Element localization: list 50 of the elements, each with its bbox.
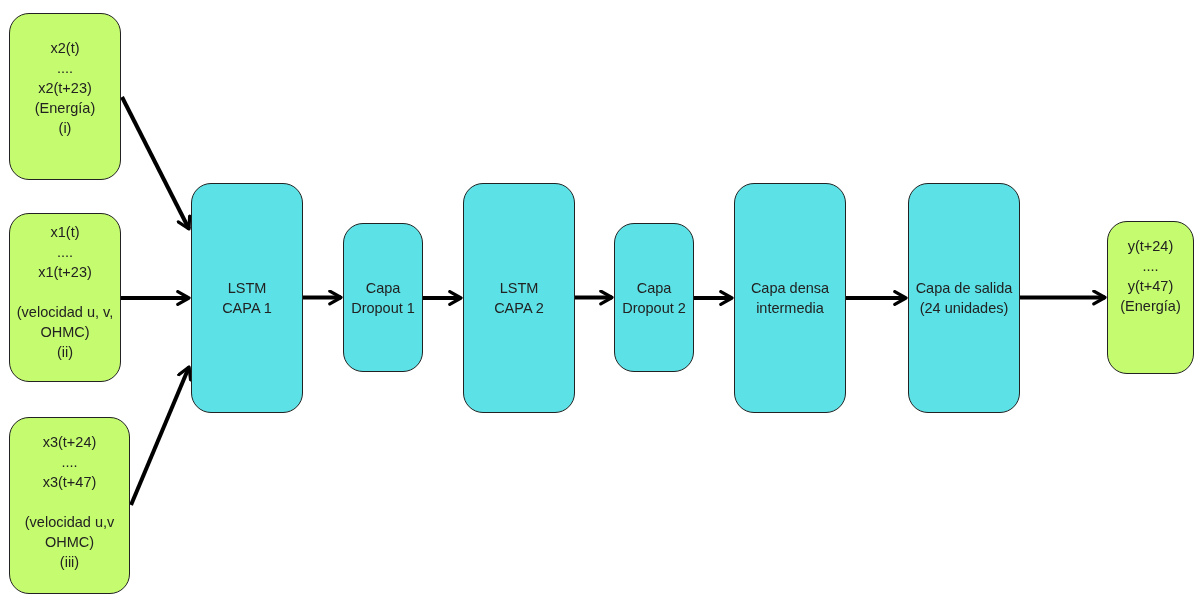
node-text: y(t+47) (1127, 277, 1174, 296)
arrow (694, 290, 734, 306)
arrow (121, 290, 191, 306)
layer-box (614, 223, 694, 372)
node-text: (velocidad u, v, OHMC) (15, 303, 115, 342)
layer-box (191, 183, 303, 413)
data-box (9, 213, 121, 382)
node-text: (iii) (59, 553, 80, 572)
node-text: x3(t+47) (42, 473, 97, 492)
node-text: Capa (365, 278, 401, 298)
node-text: y(t+24) (1127, 237, 1174, 256)
node-text: x1(t+23) (38, 263, 92, 282)
node-text: .... (56, 243, 74, 262)
layer-box (463, 183, 575, 413)
arrow (575, 289, 614, 306)
node-text: LSTM (227, 279, 267, 298)
layer-box (734, 183, 846, 413)
node-text: CAPA 2 (494, 299, 544, 318)
node-text: x3(t+24) (42, 433, 97, 452)
node-text: Capa de salida (915, 279, 1013, 298)
arrow (129, 365, 193, 506)
arrow (303, 289, 343, 306)
node-text: x2(t) (50, 39, 80, 58)
node-text: x1(t) (50, 223, 80, 242)
data-box (9, 417, 130, 594)
layer-box (908, 183, 1020, 413)
node-text: .... (56, 59, 74, 78)
node-text: (24 unidades) (919, 299, 1009, 318)
node-text: CAPA 1 (222, 299, 272, 318)
arrow (423, 290, 463, 306)
node-text: (velocidad u,v OHMC) (23, 513, 116, 552)
node-text: Dropout 1 (351, 298, 415, 318)
node-text: Capa (636, 278, 672, 298)
node-text: (ii) (56, 343, 74, 362)
arrow (120, 96, 192, 231)
arrow (846, 290, 908, 306)
data-box (1107, 221, 1194, 374)
node-text: Dropout 2 (622, 298, 686, 318)
node-text: x2(t+23) (38, 79, 92, 98)
node-text: .... (61, 453, 78, 472)
layer-box (343, 223, 423, 372)
arrow (1020, 289, 1107, 306)
node-text: Capa densa (750, 279, 830, 298)
node-text: (i) (58, 119, 72, 138)
node-text: .... (1142, 257, 1159, 276)
node-text: LSTM (499, 279, 539, 298)
node-text: (Energía) (34, 99, 96, 118)
node-text: (Energía) (1120, 297, 1181, 316)
node-text: intermedia (756, 299, 824, 318)
data-box (9, 13, 121, 180)
